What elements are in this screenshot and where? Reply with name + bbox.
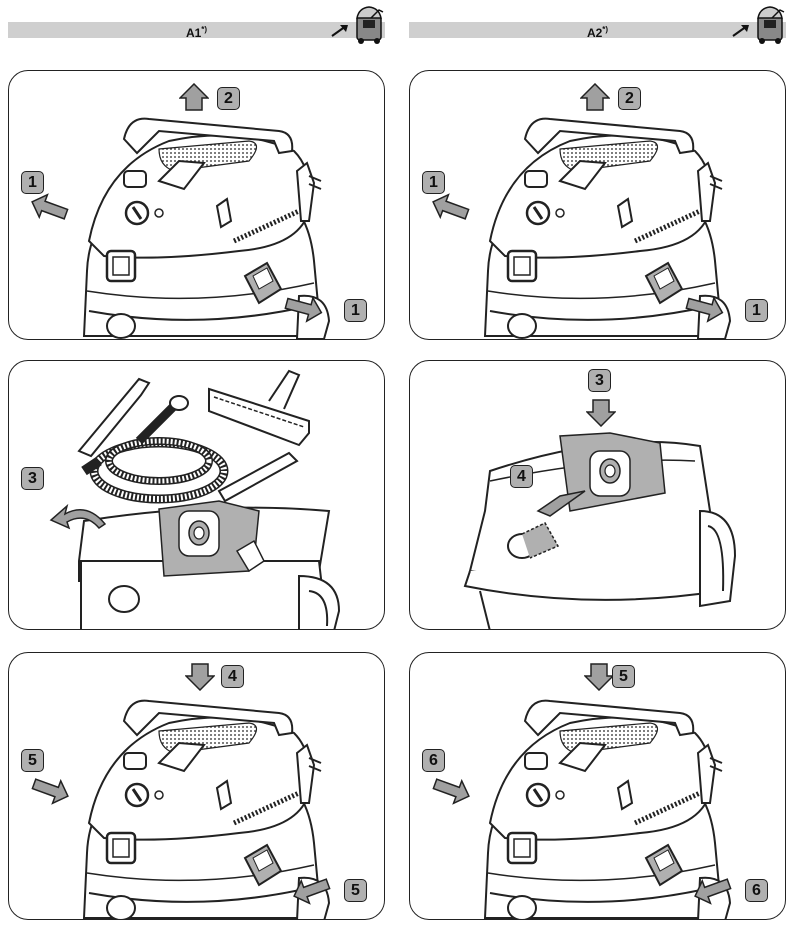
step-arrow-icon bbox=[49, 503, 107, 530]
step-badge: 5 bbox=[21, 749, 44, 772]
step-arrow-icon bbox=[179, 83, 209, 111]
step-arrow-icon bbox=[580, 83, 610, 111]
step-badge: 5 bbox=[612, 665, 635, 688]
step-badge: 1 bbox=[745, 299, 768, 322]
accessories-and-container-illustration bbox=[77, 369, 341, 629]
vacuum-thumbnail-icon bbox=[757, 6, 785, 44]
step-arrow-icon bbox=[694, 878, 732, 905]
step-badge: 1 bbox=[344, 299, 367, 322]
step-badge: 1 bbox=[21, 171, 44, 194]
step-arrow-icon bbox=[685, 296, 724, 323]
step-arrow-icon bbox=[185, 663, 215, 691]
container-bag-illustration bbox=[463, 432, 737, 629]
a1-panel-remove-accessories: 3 bbox=[8, 360, 385, 630]
step-arrow-icon bbox=[586, 399, 616, 427]
section-header-a2: A2*) bbox=[409, 6, 786, 44]
step-arrow-icon bbox=[584, 663, 614, 691]
step-arrow-icon bbox=[432, 778, 470, 805]
step-badge: 4 bbox=[510, 465, 533, 488]
step-badge: 6 bbox=[745, 879, 768, 902]
step-arrow-icon bbox=[293, 878, 331, 905]
step-badge: 4 bbox=[221, 665, 244, 688]
step-badge: 2 bbox=[217, 87, 240, 110]
a2-panel-remove-bag: 3 4 bbox=[409, 360, 786, 630]
section-title-a2: A2*) bbox=[586, 25, 609, 40]
step-badge: 3 bbox=[588, 369, 611, 392]
step-arrow-icon bbox=[31, 778, 69, 805]
step-arrow-icon bbox=[31, 193, 69, 220]
step-arrow-icon bbox=[284, 296, 323, 323]
step-badge: 3 bbox=[21, 467, 44, 490]
step-badge: 2 bbox=[618, 87, 641, 110]
step-badge: 1 bbox=[422, 171, 445, 194]
a1-panel-remove-head: 2 1 1 bbox=[8, 70, 385, 340]
a2-panel-remove-head: 2 1 1 bbox=[409, 70, 786, 340]
pointer-arrow-icon bbox=[331, 25, 348, 37]
vacuum-thumbnail-icon bbox=[356, 6, 384, 44]
step-badge: 6 bbox=[422, 749, 445, 772]
section-header-a1: A1*) bbox=[8, 6, 385, 44]
section-title-a1: A1*) bbox=[185, 25, 208, 40]
pointer-arrow-icon bbox=[732, 25, 749, 37]
step-badge: 5 bbox=[344, 879, 367, 902]
step-arrow-icon bbox=[432, 193, 470, 220]
a2-panel-reassemble: 5 6 6 bbox=[409, 652, 786, 920]
a1-panel-reassemble: 4 5 5 bbox=[8, 652, 385, 920]
